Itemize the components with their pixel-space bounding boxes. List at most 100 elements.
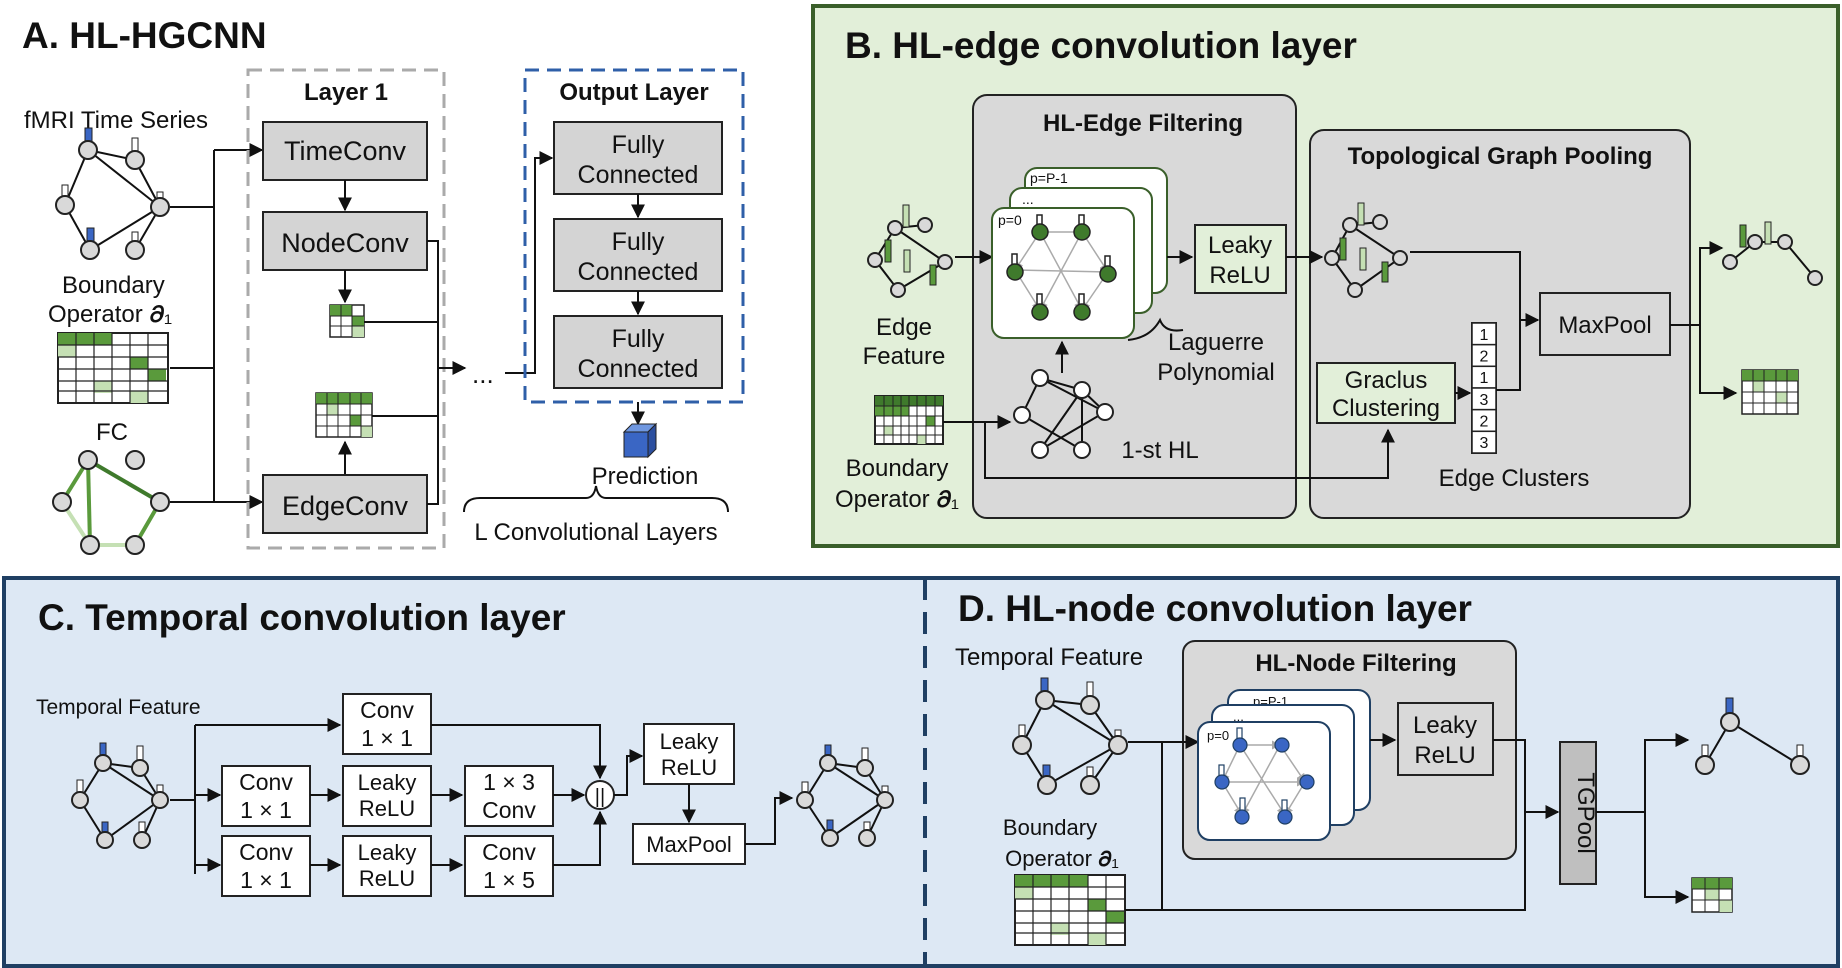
l-layers-label: L Convolutional Layers: [474, 519, 717, 546]
relu-out-label: ReLU: [661, 755, 717, 780]
conv-1x1-top: [342, 693, 432, 755]
conv-mid-label: Conv: [239, 769, 293, 795]
layer1-title: Layer 1: [304, 79, 388, 106]
prediction-label: Prediction: [592, 463, 699, 490]
maxpool-b-box: [1539, 292, 1671, 356]
conv-top-kernel: 1 × 1: [361, 725, 413, 751]
edgeconv-label: EdgeConv: [282, 491, 409, 521]
boundary-operator-label: Operator 𝝏₁: [48, 301, 172, 328]
conv-1x5-label: Conv: [482, 839, 536, 865]
cluster-id: 1: [1480, 327, 1489, 344]
nodeconv-label: NodeConv: [281, 228, 409, 258]
relu-bot-label: ReLU: [359, 866, 415, 891]
conv-1x5-kernel: 1 × 5: [483, 867, 535, 893]
fc-box-3: Fully Connected: [553, 315, 723, 389]
fc-label: FC: [96, 419, 128, 446]
node-p-zero: p=0: [1207, 728, 1229, 743]
fc-box-3-line1: Fully: [612, 325, 665, 353]
temporal-feature-d-label: Temporal Feature: [955, 644, 1143, 671]
maxpool-b-label: MaxPool: [1558, 312, 1651, 339]
conv-mid-kernel: 1 × 1: [240, 797, 292, 823]
edge-filtering-title: HL-Edge Filtering: [1043, 110, 1243, 137]
pooled-graph-in: [1324, 202, 1408, 298]
first-hl-label: 1-st HL: [1121, 437, 1198, 464]
boundary-label: Boundary: [62, 272, 165, 299]
timeconv-label: TimeConv: [284, 136, 407, 166]
node-filtering-title: HL-Node Filtering: [1255, 650, 1456, 677]
fc-box-2-line1: Fully: [612, 228, 665, 256]
tgpool-label: TGPool: [1572, 772, 1599, 853]
node-filter-stack: p=P-1 ... p=0: [1197, 689, 1371, 841]
edge-leaky-label: Leaky: [1208, 232, 1272, 259]
leaky-relu-c-mid: [342, 765, 432, 827]
panel-d: D. HL-node convolution layer Temporal Fe…: [955, 588, 1810, 946]
laguerre-label2: Polynomial: [1157, 359, 1274, 386]
node-feature-small: [329, 304, 365, 338]
ellipsis: ...: [472, 359, 494, 389]
output-layer-title: Output Layer: [559, 79, 708, 106]
temporal-graph-d: [1012, 677, 1128, 795]
pooled-matrix: [1741, 369, 1799, 415]
maxpool-c-label: MaxPool: [646, 832, 732, 857]
node-leaky-relu-box: [1397, 702, 1494, 776]
edge-feature-label1: Edge: [876, 314, 932, 341]
fmri-graph: [55, 127, 170, 260]
temporal-graph-c-out: [796, 744, 894, 847]
nodeconv-box: [262, 211, 428, 271]
cluster-id: 3: [1480, 392, 1489, 409]
edge-clusters-label: Edge Clusters: [1439, 465, 1590, 492]
conv-1x3-label: Conv: [482, 797, 536, 823]
node-p-dots: ...: [1233, 709, 1244, 724]
first-hl-graph: [1013, 369, 1114, 459]
conv-1x1-bot: [221, 835, 311, 897]
cluster-id: 2: [1480, 414, 1489, 431]
tgpool-box: [1559, 741, 1597, 885]
layer1-frame: [246, 68, 446, 550]
panel-b-title: B. HL-edge convolution layer: [845, 25, 1357, 66]
boundary-d-label2: Operator 𝝏₁: [1005, 846, 1119, 871]
conv-top-label: Conv: [360, 697, 414, 723]
edge-feature-graph: [867, 204, 953, 298]
pooled-matrix-d: [1691, 877, 1733, 913]
fc-box-2: Fully Connected: [553, 218, 723, 292]
pooled-graph-d: [1695, 697, 1810, 775]
node-relu-label: ReLU: [1414, 742, 1475, 769]
panel-a: A. HL-HGCNN fMRI Time Series Boundary: [22, 15, 745, 555]
boundary-b-label1: Boundary: [846, 455, 949, 482]
boundary-matrix-d: [1014, 874, 1126, 946]
panel-c-title: C. Temporal convolution layer: [38, 597, 566, 638]
panel-a-title: A. HL-HGCNN: [22, 15, 267, 56]
temporal-graph-c: [71, 742, 169, 849]
cluster-id: 1: [1480, 370, 1489, 387]
boundary-matrix-b: [874, 395, 944, 445]
layers-brace: [463, 485, 729, 513]
conv-1x3-kernel: 1 × 3: [483, 769, 535, 795]
timeconv-box: [262, 121, 428, 181]
conv-bot-label: Conv: [239, 839, 293, 865]
fc-box-3-line2: Connected: [578, 355, 699, 383]
fc-graph: [52, 450, 170, 555]
edge-feature-label2: Feature: [863, 343, 946, 370]
edgeconv-box: [262, 474, 428, 534]
panel-b: B. HL-edge convolution layer HL-Edge Fil…: [811, 4, 1840, 548]
output-layer-frame: [523, 68, 745, 404]
boundary-d-label1: Boundary: [1003, 815, 1097, 840]
fc-box-1-line1: Fully: [612, 131, 665, 159]
conv-1x5: [464, 835, 554, 897]
panel-c: C. Temporal convolution layer Temporal F…: [36, 597, 894, 897]
prediction-cube-icon: [622, 422, 658, 459]
laguerre-label1: Laguerre: [1168, 329, 1264, 356]
leaky-relu-c-out: [643, 723, 735, 785]
leaky-mid-label: Leaky: [358, 770, 417, 795]
edge-filter-stack: p=P-1 ... p=0: [991, 167, 1168, 339]
edge-feature-small: [315, 392, 373, 438]
edge-p-top: p=P-1: [1030, 170, 1068, 186]
conv-bot-kernel: 1 × 1: [240, 867, 292, 893]
topo-pooling-title: Topological Graph Pooling: [1348, 143, 1653, 170]
leaky-bot-label: Leaky: [358, 840, 417, 865]
edge-leaky-relu-box: [1194, 224, 1287, 294]
cluster-id: 3: [1480, 435, 1489, 452]
